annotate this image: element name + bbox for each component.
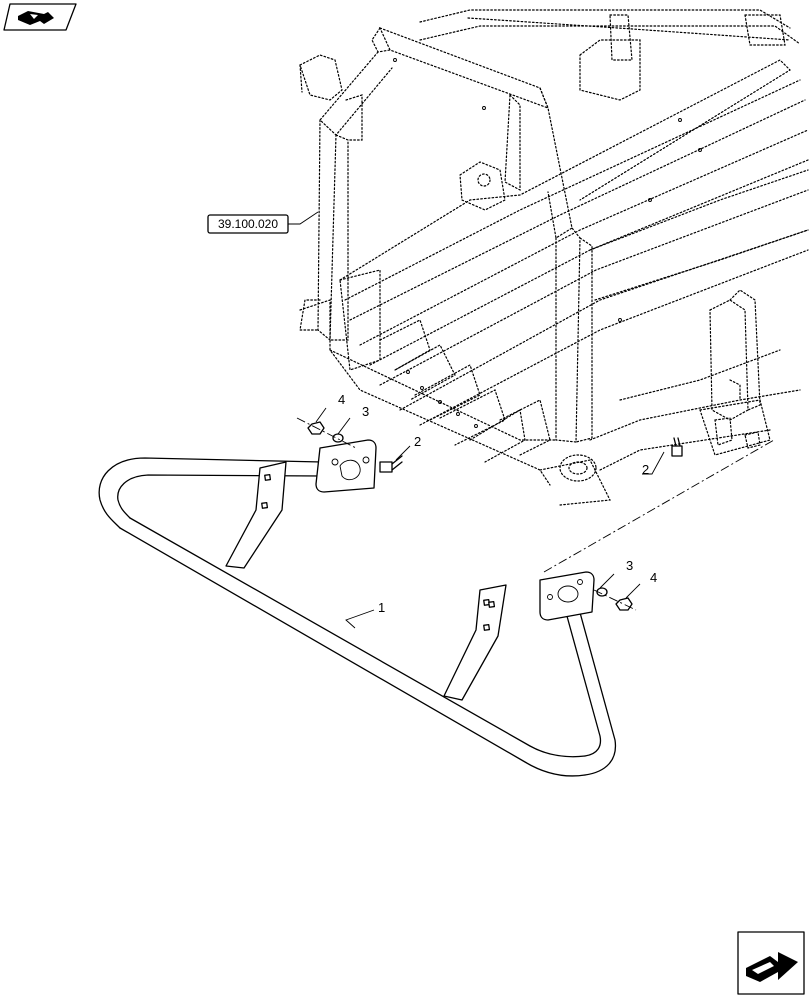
previous-page-icon[interactable] xyxy=(3,3,77,31)
frame-holes xyxy=(393,58,702,428)
next-page-icon[interactable] xyxy=(737,931,805,995)
washer-right xyxy=(596,587,608,597)
washer-left xyxy=(332,433,344,443)
alignment-lines xyxy=(296,417,775,611)
nut-right xyxy=(615,597,633,611)
nut-left xyxy=(307,421,325,435)
assembly-reference[interactable]: 39.100.020 xyxy=(207,211,319,234)
callout-4-right[interactable]: 4 xyxy=(650,570,657,585)
callout-1[interactable]: 1 xyxy=(378,600,385,615)
callout-2-right[interactable]: 2 xyxy=(642,462,649,477)
bolt-left xyxy=(379,455,403,473)
reference-label: 39.100.020 xyxy=(218,217,278,231)
callout-3-left[interactable]: 3 xyxy=(362,404,369,419)
callout-2-left[interactable]: 2 xyxy=(414,434,421,449)
bolt-right xyxy=(671,437,683,457)
callout-leaders xyxy=(315,407,665,629)
callout-3-right[interactable]: 3 xyxy=(626,558,633,573)
frame-assembly xyxy=(299,9,809,506)
callout-4-left[interactable]: 4 xyxy=(338,392,345,407)
tubular-guard xyxy=(98,439,617,777)
